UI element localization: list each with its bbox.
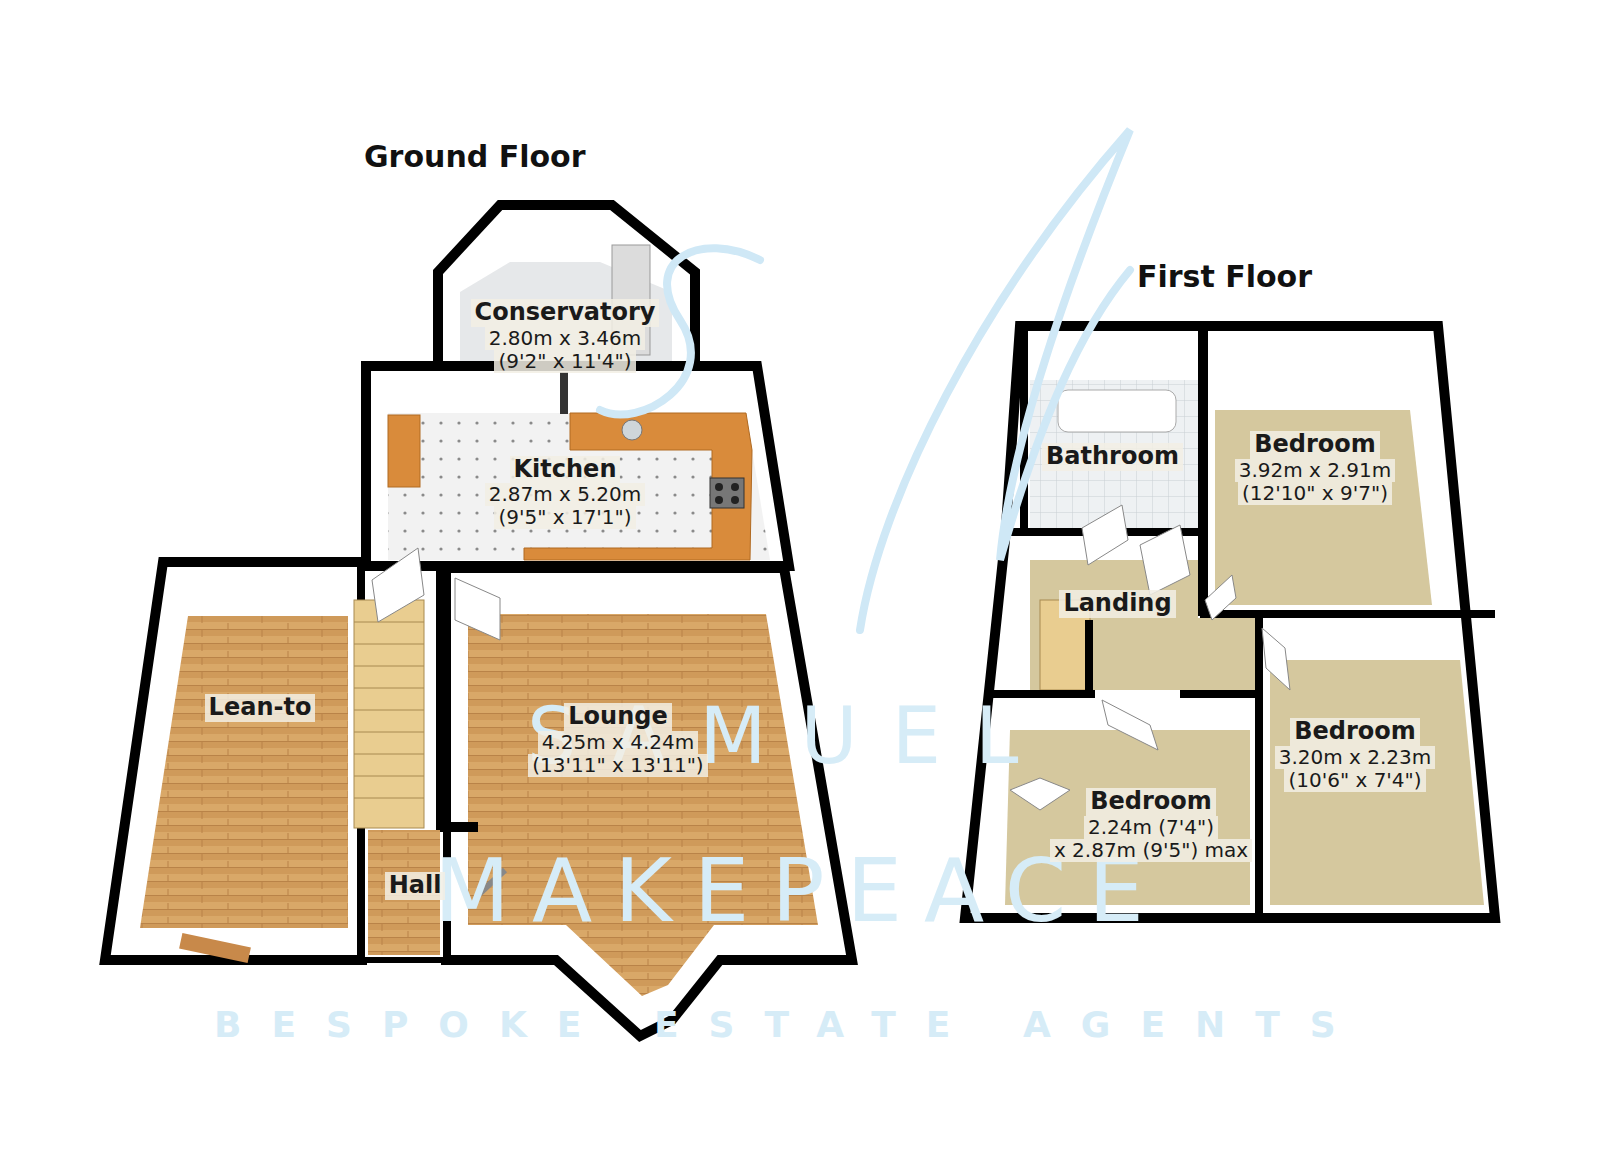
room-name: Kitchen xyxy=(510,456,621,484)
floor-heading: First Floor xyxy=(1137,259,1312,294)
room-name: Bedroom xyxy=(1086,788,1216,816)
room-name: Lean-to xyxy=(205,694,316,722)
room-dimension: (9'2" x 11'4") xyxy=(494,350,635,373)
room-dimension: 3.20m x 2.23m xyxy=(1275,746,1436,769)
room-dimension: (10'6" x 7'4") xyxy=(1284,769,1425,792)
room-name: Conservatory xyxy=(471,299,660,327)
room-box: Bedroom3.92m x 2.91m(12'10" x 9'7") xyxy=(1210,425,1420,511)
room-dimension: 3.92m x 2.91m xyxy=(1235,459,1396,482)
room-name: Landing xyxy=(1059,590,1175,618)
room-dimension: 2.87m x 5.20m xyxy=(485,483,646,506)
room-name: Bathroom xyxy=(1042,443,1183,471)
watermark-text: BESPOKE ESTATE AGENTS xyxy=(214,1004,1366,1045)
room-box: Lean-to xyxy=(180,686,340,730)
floor-heading: Ground Floor xyxy=(364,139,585,174)
room-dimension: (9'5" x 17'1") xyxy=(494,506,635,529)
room-box: Landing xyxy=(1040,585,1195,623)
room-name: Lounge xyxy=(564,703,671,731)
room-box: Lounge4.25m x 4.24m(13'11" x 13'11") xyxy=(476,690,760,790)
room-dimension: 2.80m x 3.46m xyxy=(485,327,646,350)
room-box: Hall xyxy=(370,866,460,906)
room-dimension: (13'11" x 13'11") xyxy=(528,754,707,777)
room-name: Bedroom xyxy=(1290,718,1420,746)
room-name: Bedroom xyxy=(1250,431,1380,459)
room-dimension: 4.25m x 4.24m xyxy=(538,731,699,754)
room-dimension: (12'10" x 9'7") xyxy=(1238,482,1392,505)
room-box: Bathroom xyxy=(1030,437,1195,477)
room-dimension: x 2.87m (9'5") max xyxy=(1050,839,1252,862)
room-box: Bedroom3.20m x 2.23m(10'6" x 7'4") xyxy=(1252,712,1458,798)
room-box: Bedroom2.24m (7'4")x 2.87m (9'5") max xyxy=(1028,782,1274,868)
room-dimension: 2.24m (7'4") xyxy=(1084,816,1218,839)
room-box: Kitchen2.87m x 5.20m(9'5" x 17'1") xyxy=(440,445,690,540)
room-box: Conservatory2.80m x 3.46m(9'2" x 11'4") xyxy=(440,296,690,376)
room-name: Hall xyxy=(385,872,446,900)
